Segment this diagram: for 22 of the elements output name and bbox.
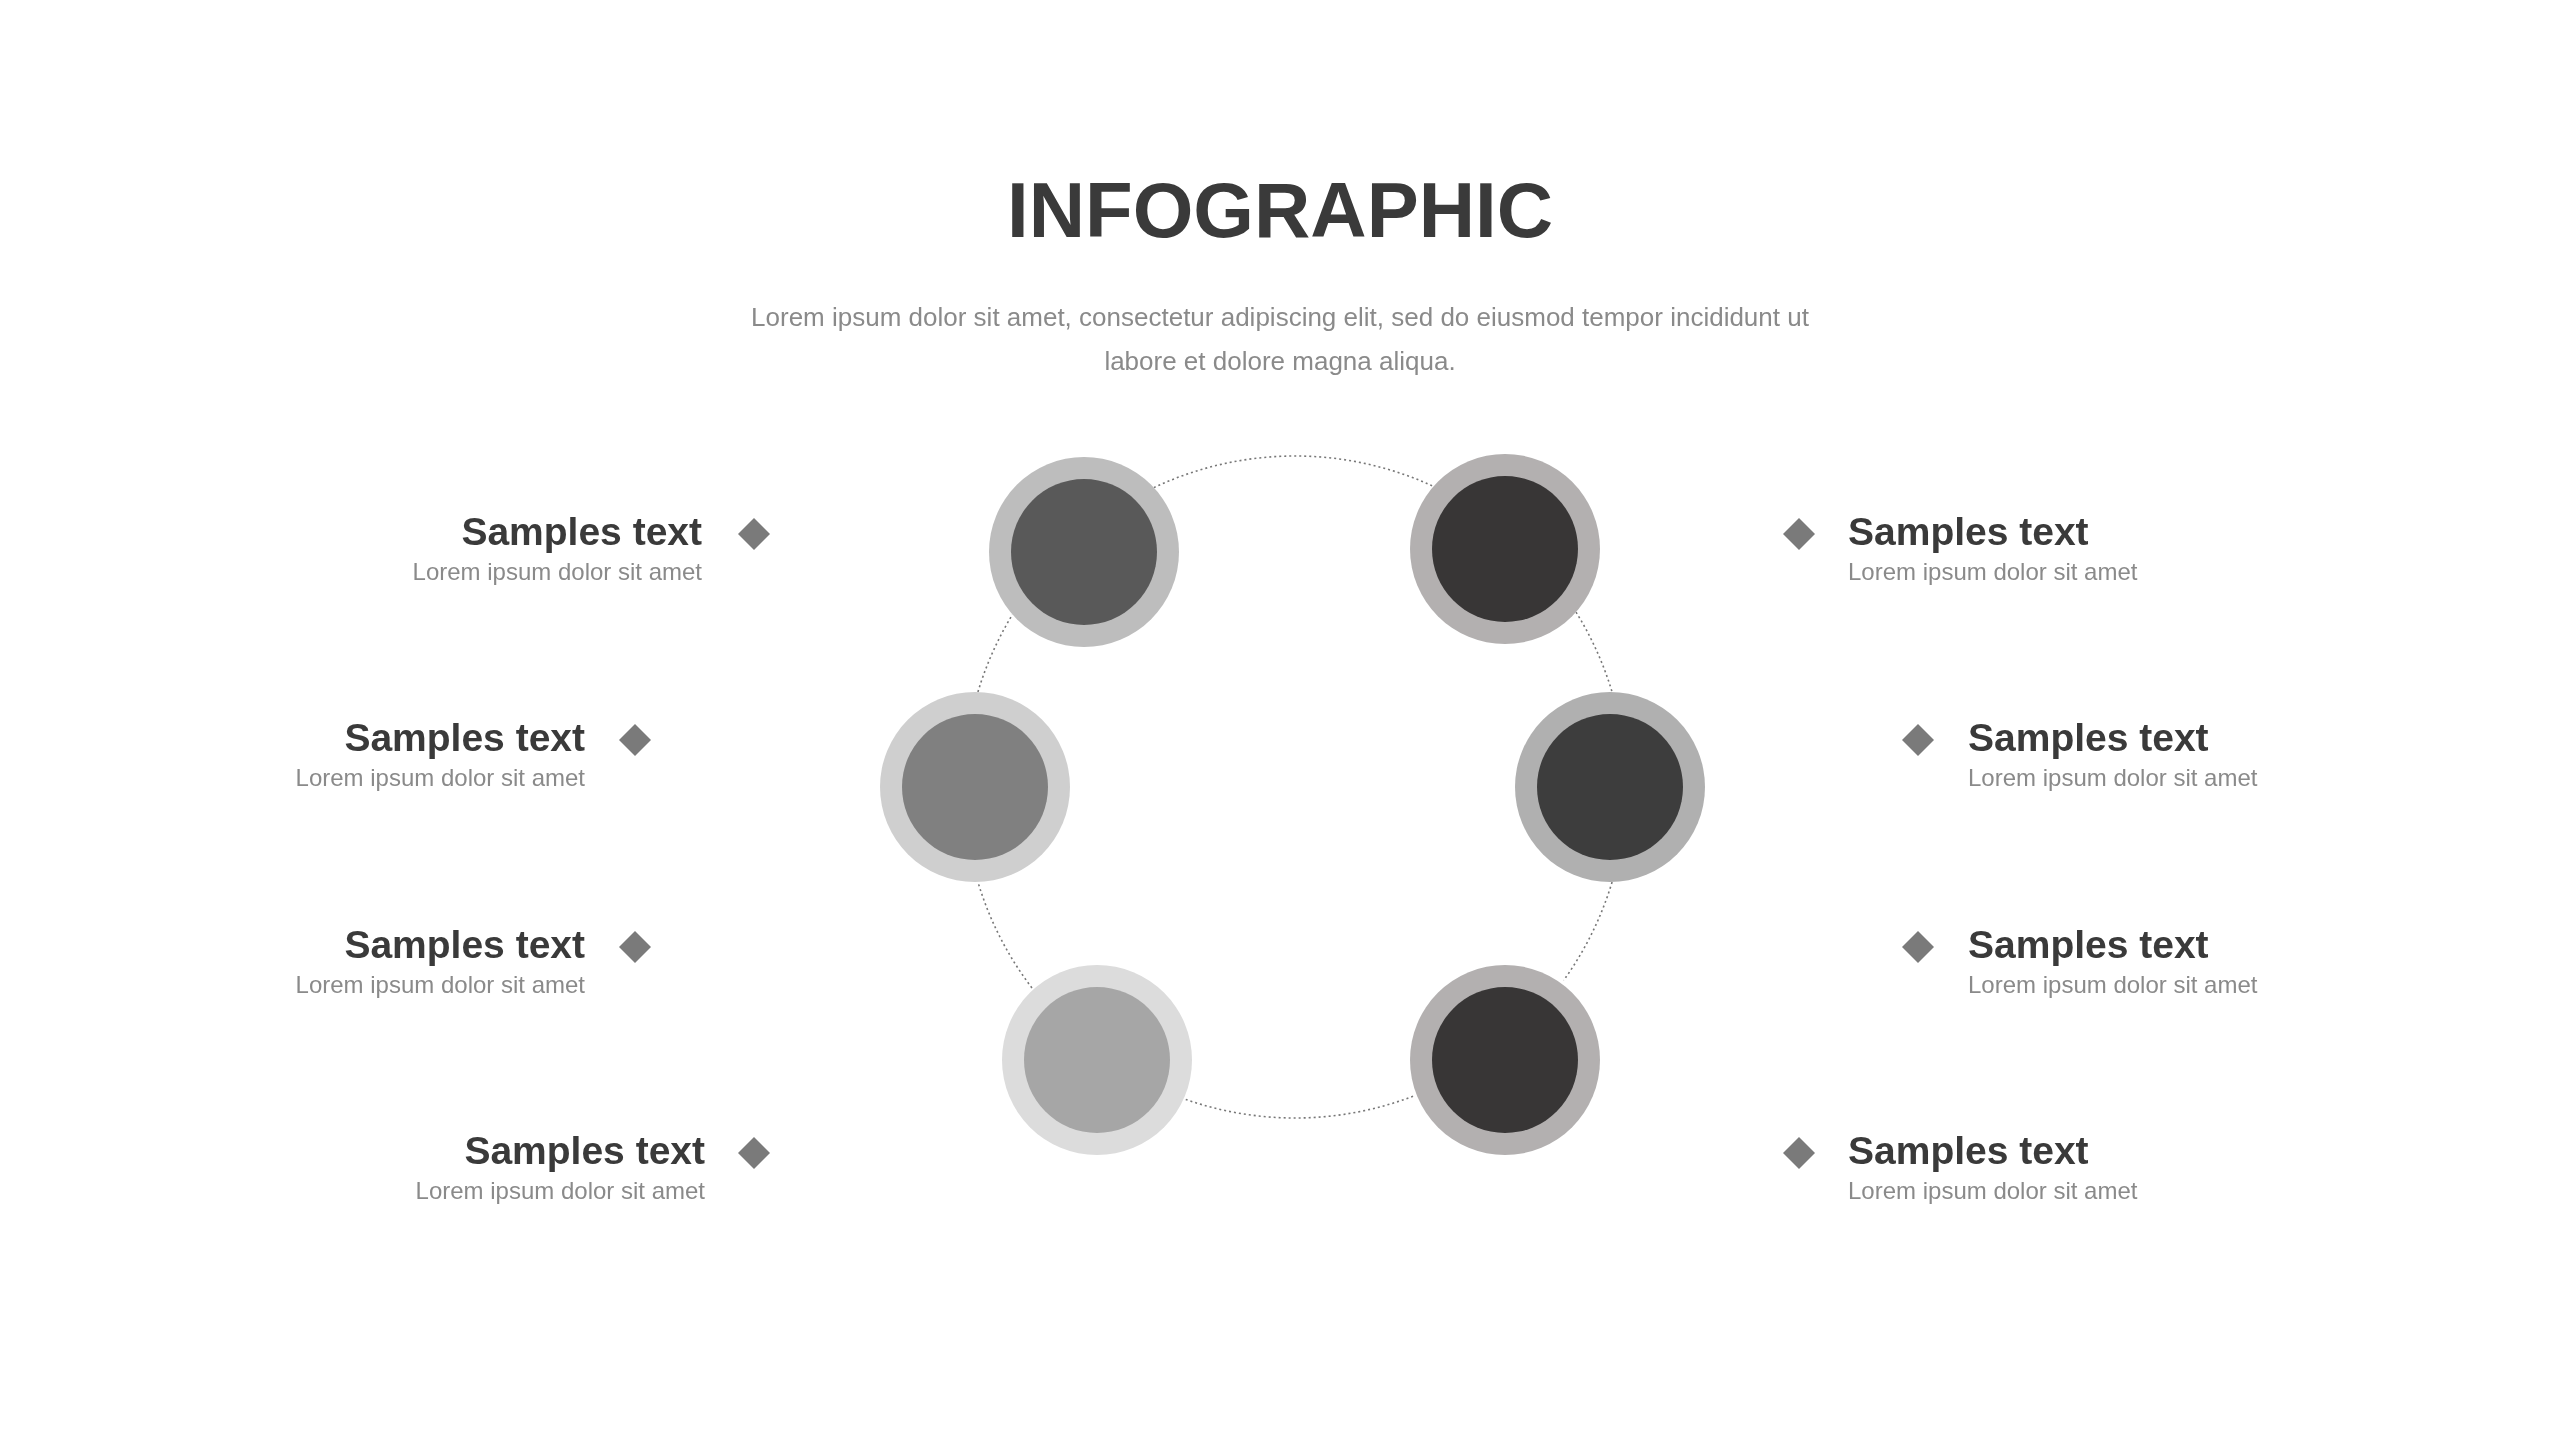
item-description: Lorem ipsum dolor sit amet [1968, 971, 2258, 999]
connector-arc [1575, 611, 1613, 693]
item-description: Lorem ipsum dolor sit amet [1968, 764, 2258, 792]
item-heading: Samples text [1848, 1129, 2089, 1173]
item-description: Lorem ipsum dolor sit amet [295, 971, 585, 999]
item-description: Lorem ipsum dolor sit amet [295, 764, 585, 792]
item-heading: Samples text [461, 510, 702, 554]
title: INFOGRAPHIC [1006, 165, 1554, 256]
item-heading: Samples text [344, 716, 585, 760]
item-description: Lorem ipsum dolor sit amet [415, 1177, 705, 1205]
item-heading: Samples text [344, 923, 585, 967]
item-description: Lorem ipsum dolor sit amet [412, 558, 702, 586]
subtitle: Lorem ipsum dolor sit amet, consectetur adipiscing elit, sed do eiusmod tempor incididunt ut labore et dolore magna aliqua. [750, 301, 1810, 378]
connector-arc [1153, 455, 1435, 489]
connector-arc [1184, 1095, 1414, 1119]
item-description: Lorem ipsum dolor sit amet [1848, 558, 2138, 586]
item-heading: Samples text [464, 1129, 705, 1173]
connector-arc [977, 881, 1033, 989]
item-description: Lorem ipsum dolor sit amet [1848, 1177, 2138, 1205]
item-heading: Samples text [1848, 510, 2089, 554]
item-heading: Samples text [1968, 923, 2209, 967]
item-heading: Samples text [1968, 716, 2209, 760]
